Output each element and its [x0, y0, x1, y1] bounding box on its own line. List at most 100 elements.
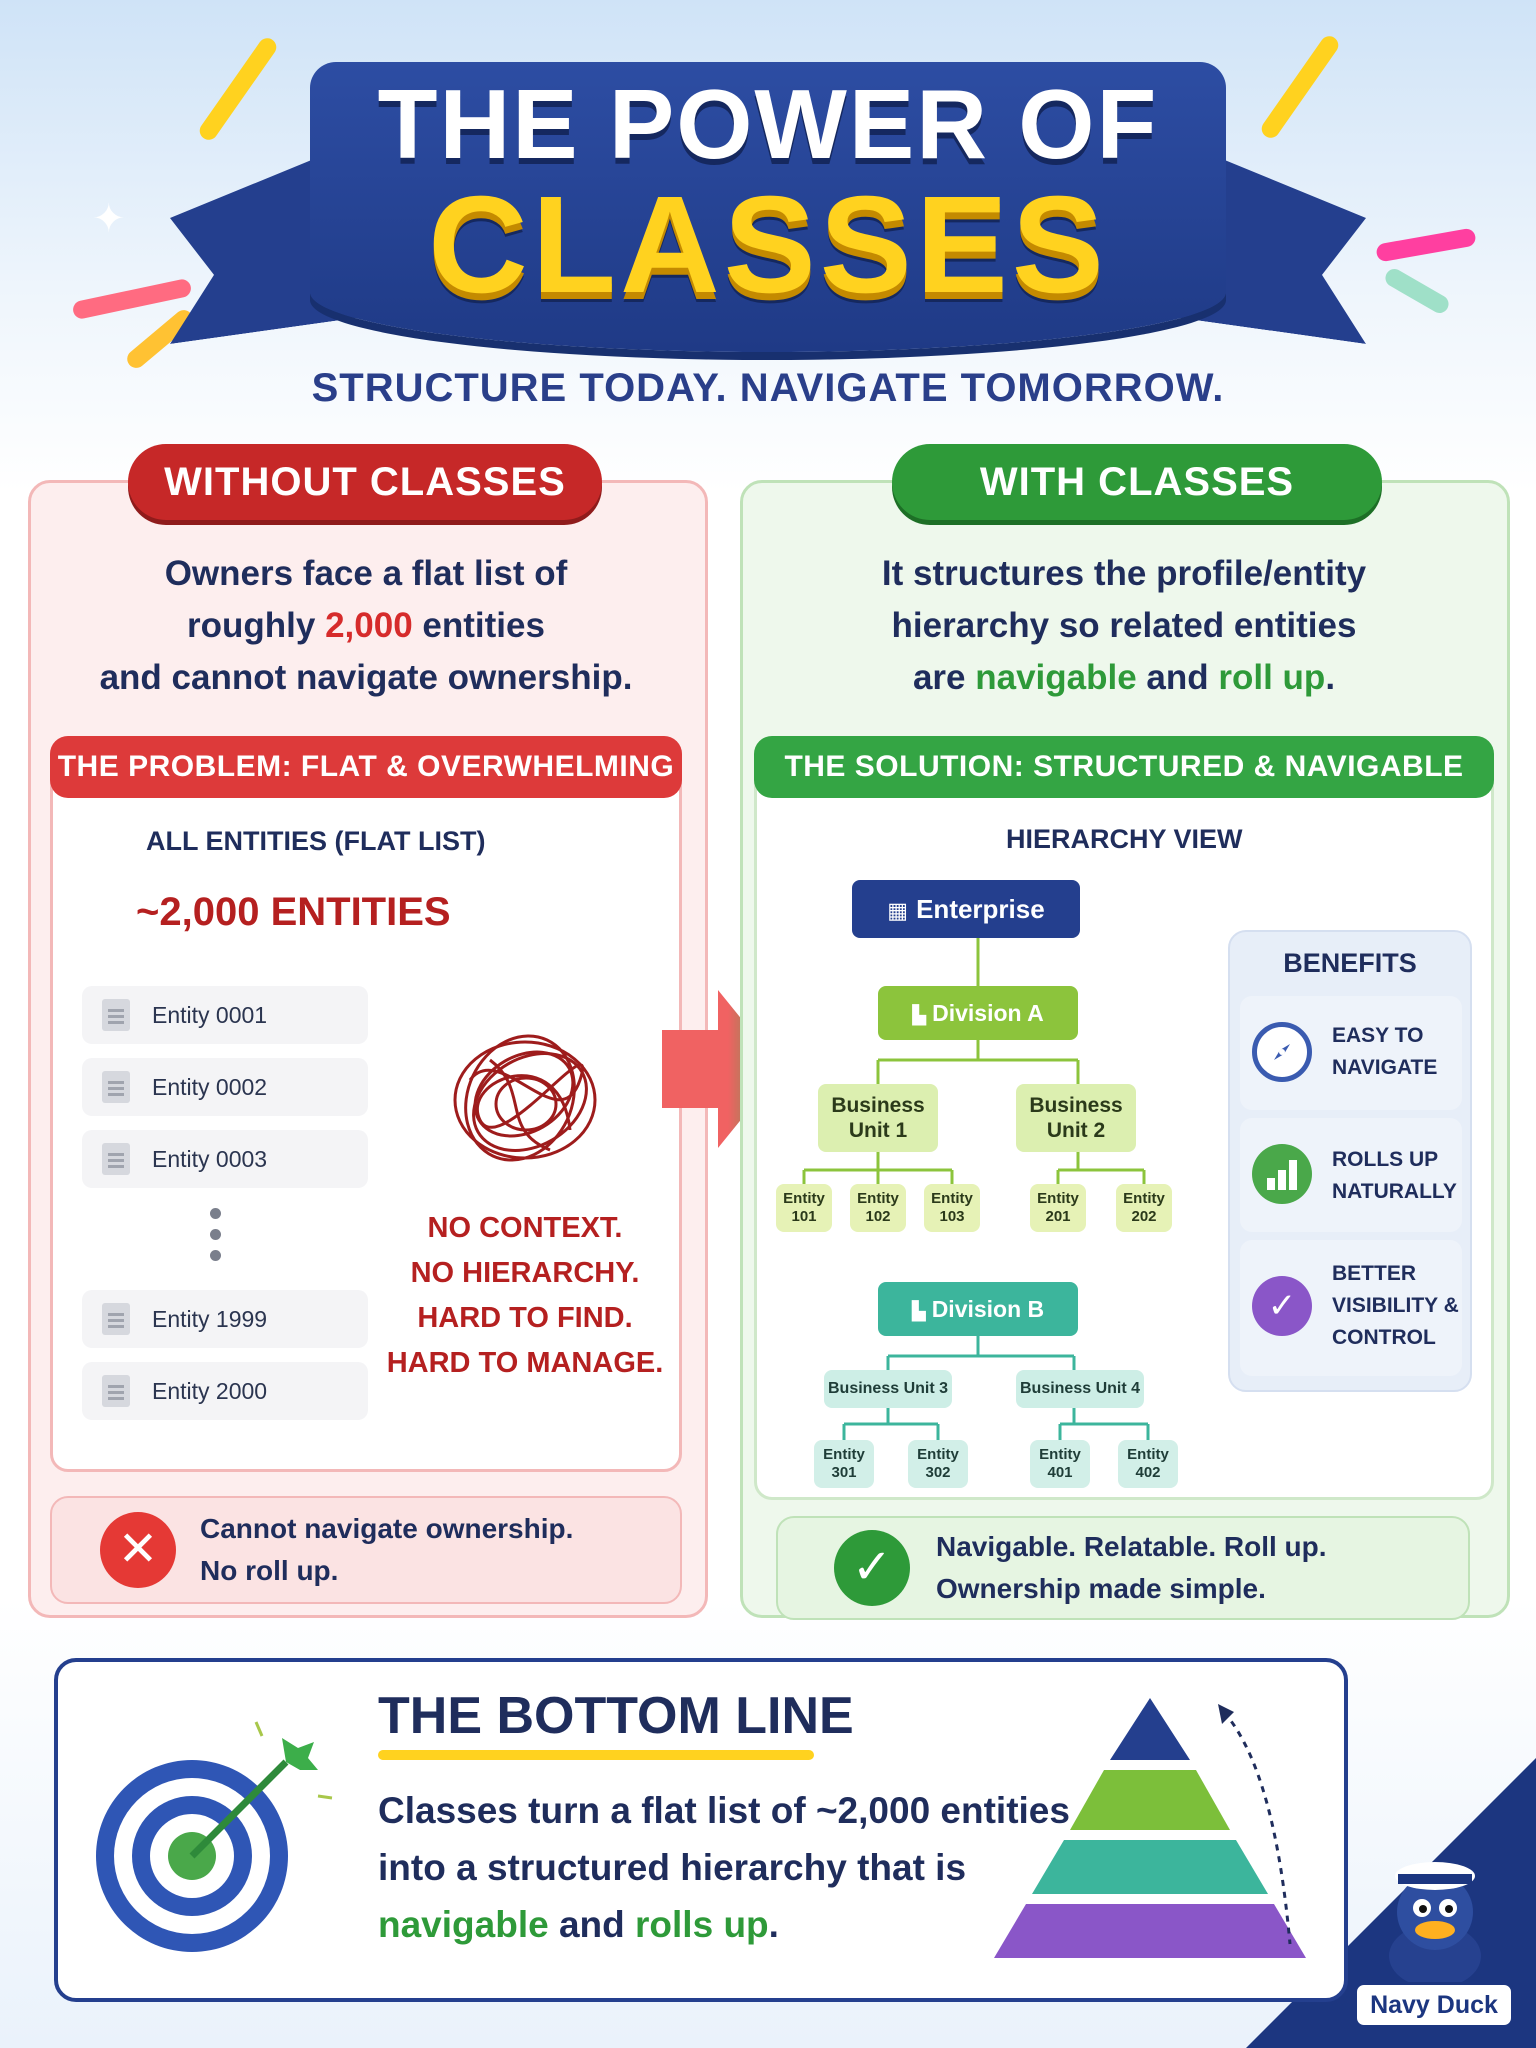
- entity-node[interactable]: Entity 101: [776, 1184, 832, 1232]
- entity-list-item: Entity 0003: [82, 1130, 368, 1188]
- problem-item: HARD TO MANAGE.: [386, 1347, 664, 1379]
- compass-icon: [1252, 1022, 1312, 1082]
- benefit-item: EASY TO NAVIGATE: [1240, 996, 1462, 1110]
- tangled-scribble-icon: [453, 1034, 597, 1162]
- entity-count-highlight: 2,000: [325, 606, 413, 645]
- entity-node[interactable]: Entity 102: [850, 1184, 906, 1232]
- benefit-text: BETTER: [1332, 1262, 1416, 1285]
- intro-text: are: [912, 658, 976, 697]
- document-icon: [102, 999, 130, 1031]
- entity-node[interactable]: Entity 301: [814, 1440, 874, 1488]
- confetti-burst: [1258, 32, 1342, 142]
- benefit-text: ROLLS UP: [1332, 1148, 1439, 1171]
- entity-node[interactable]: Entity 302: [908, 1440, 968, 1488]
- building-icon: ▦: [887, 898, 909, 923]
- entity-label: Entity 1999: [152, 1306, 268, 1332]
- benefit-text: EASY TO: [1332, 1024, 1424, 1047]
- entity-node[interactable]: Entity 103: [924, 1184, 980, 1232]
- pyramid-icon: [994, 1698, 1306, 1958]
- entity-list-item: Entity 0001: [82, 986, 368, 1044]
- without-intro-line3: and cannot navigate ownership.: [99, 658, 633, 697]
- entity-count: ~2,000 ENTITIES: [136, 890, 451, 934]
- without-intro: Owners face a flat list of roughly 2,000…: [50, 548, 682, 704]
- x-icon: ✕: [100, 1512, 176, 1588]
- hierarchy-title: HIERARCHY VIEW: [1006, 824, 1243, 854]
- intro-text: and: [1136, 658, 1219, 697]
- document-icon: [102, 1375, 130, 1407]
- duck-mascot-icon: [1389, 1862, 1481, 1986]
- sparkle-icon: ✦: [92, 197, 126, 241]
- bar-chart-icon: [1252, 1144, 1312, 1204]
- without-classes-label: WITHOUT CLASSES: [128, 444, 602, 520]
- checkmark-icon: ✓: [1252, 1276, 1312, 1336]
- benefit-label: ROLLS UP NATURALLY: [1332, 1144, 1457, 1208]
- benefit-item: ✓ BETTER VISIBILITY & CONTROL: [1240, 1240, 1462, 1376]
- entity-label: Entity 2000: [152, 1378, 268, 1404]
- entity-list-item: Entity 1999: [82, 1290, 368, 1348]
- buildings-icon: ▙: [912, 1005, 927, 1025]
- bottom-line-highlight: navigable: [378, 1904, 549, 1945]
- with-footnote: [776, 1516, 1470, 1620]
- business-unit-4-node[interactable]: Business Unit 4: [1016, 1370, 1144, 1408]
- title-line-1: THE POWER OF: [377, 69, 1159, 179]
- with-intro-line3: are navigable and roll up.: [754, 652, 1494, 704]
- hierarchy-connectors: [802, 936, 1150, 1440]
- bottom-line-text-span: and: [548, 1904, 636, 1945]
- title-ribbon: [310, 62, 1226, 352]
- bottom-line-sentence: into a structured hierarchy that is: [378, 1847, 967, 1888]
- entity-label: Entity 0001: [152, 1002, 268, 1028]
- bottom-line-sentence: navigable and rolls up.: [378, 1896, 1078, 1953]
- without-footnote-text: Cannot navigate ownership. No roll up.: [200, 1508, 573, 1592]
- benefits-title: BENEFITS: [1283, 948, 1417, 978]
- problem-item: NO HIERARCHY.: [410, 1257, 640, 1289]
- problem-banner: THE PROBLEM: FLAT & OVERWHELMING: [50, 736, 682, 798]
- entity-node[interactable]: Entity 201: [1030, 1184, 1086, 1232]
- division-a-node[interactable]: ▙Division A: [878, 986, 1078, 1040]
- benefit-item: ROLLS UP NATURALLY: [1240, 1118, 1462, 1232]
- node-label: Division A: [932, 1000, 1044, 1026]
- footnote-line: Ownership made simple.: [936, 1573, 1266, 1604]
- intro-highlight: roll up: [1218, 658, 1326, 697]
- benefit-text: VISIBILITY &: [1332, 1294, 1459, 1317]
- benefit-label: BETTER VISIBILITY & CONTROL: [1332, 1258, 1459, 1354]
- confetti-burst: [1375, 227, 1477, 263]
- with-intro: It structures the profile/entity hierarc…: [754, 548, 1494, 704]
- node-label: Division B: [931, 1296, 1045, 1322]
- entity-label: Entity 0002: [152, 1074, 268, 1100]
- confetti-burst: [1382, 265, 1452, 317]
- division-b-node[interactable]: ▙Division B: [878, 1282, 1078, 1336]
- solution-banner: THE SOLUTION: STRUCTURED & NAVIGABLE: [754, 736, 1494, 798]
- entity-list-item: Entity 2000: [82, 1362, 368, 1420]
- bottom-line-text-span: .: [768, 1904, 779, 1945]
- check-circle-icon: ✓: [834, 1530, 910, 1606]
- bottom-line-text: Classes turn a flat list of ~2,000 entit…: [378, 1782, 1078, 1953]
- document-icon: [102, 1303, 130, 1335]
- intro-text: entities: [412, 606, 545, 645]
- without-intro-line1: Owners face a flat list of: [164, 554, 568, 593]
- entity-node[interactable]: Entity 401: [1030, 1440, 1090, 1488]
- business-unit-3-node[interactable]: Business Unit 3: [824, 1370, 952, 1408]
- without-intro-line2: roughly 2,000 entities: [50, 600, 682, 652]
- problem-item: HARD TO FIND.: [417, 1302, 633, 1334]
- business-unit-2-node[interactable]: Business Unit 2: [1016, 1084, 1136, 1152]
- target-icon: [96, 1721, 333, 1952]
- intro-text: .: [1325, 658, 1336, 697]
- entity-node[interactable]: Entity 202: [1116, 1184, 1172, 1232]
- confetti-burst: [196, 34, 280, 144]
- entity-node[interactable]: Entity 402: [1118, 1440, 1178, 1488]
- benefit-label: EASY TO NAVIGATE: [1332, 1020, 1437, 1084]
- footnote-line: Cannot navigate ownership.: [200, 1513, 574, 1544]
- footnote-line: Navigable. Relatable. Roll up.: [936, 1531, 1327, 1562]
- mascot-label: Navy Duck: [1354, 1982, 1514, 2028]
- bottom-line-sentence: Classes turn a flat list of ~2,000 entit…: [378, 1790, 1070, 1831]
- enterprise-node[interactable]: ▦Enterprise: [852, 880, 1080, 938]
- right-arrow-icon: [662, 990, 782, 1148]
- problem-item: NO CONTEXT.: [427, 1212, 623, 1244]
- with-footnote-text: Navigable. Relatable. Roll up. Ownership…: [936, 1526, 1327, 1610]
- with-intro-line2: hierarchy so related entities: [891, 606, 1357, 645]
- business-unit-1-node[interactable]: Business Unit 1: [818, 1084, 938, 1152]
- benefit-text: NATURALLY: [1332, 1180, 1457, 1203]
- bottom-line-highlight: rolls up: [635, 1904, 769, 1945]
- benefit-text: NAVIGATE: [1332, 1056, 1438, 1079]
- intro-text: roughly: [187, 606, 326, 645]
